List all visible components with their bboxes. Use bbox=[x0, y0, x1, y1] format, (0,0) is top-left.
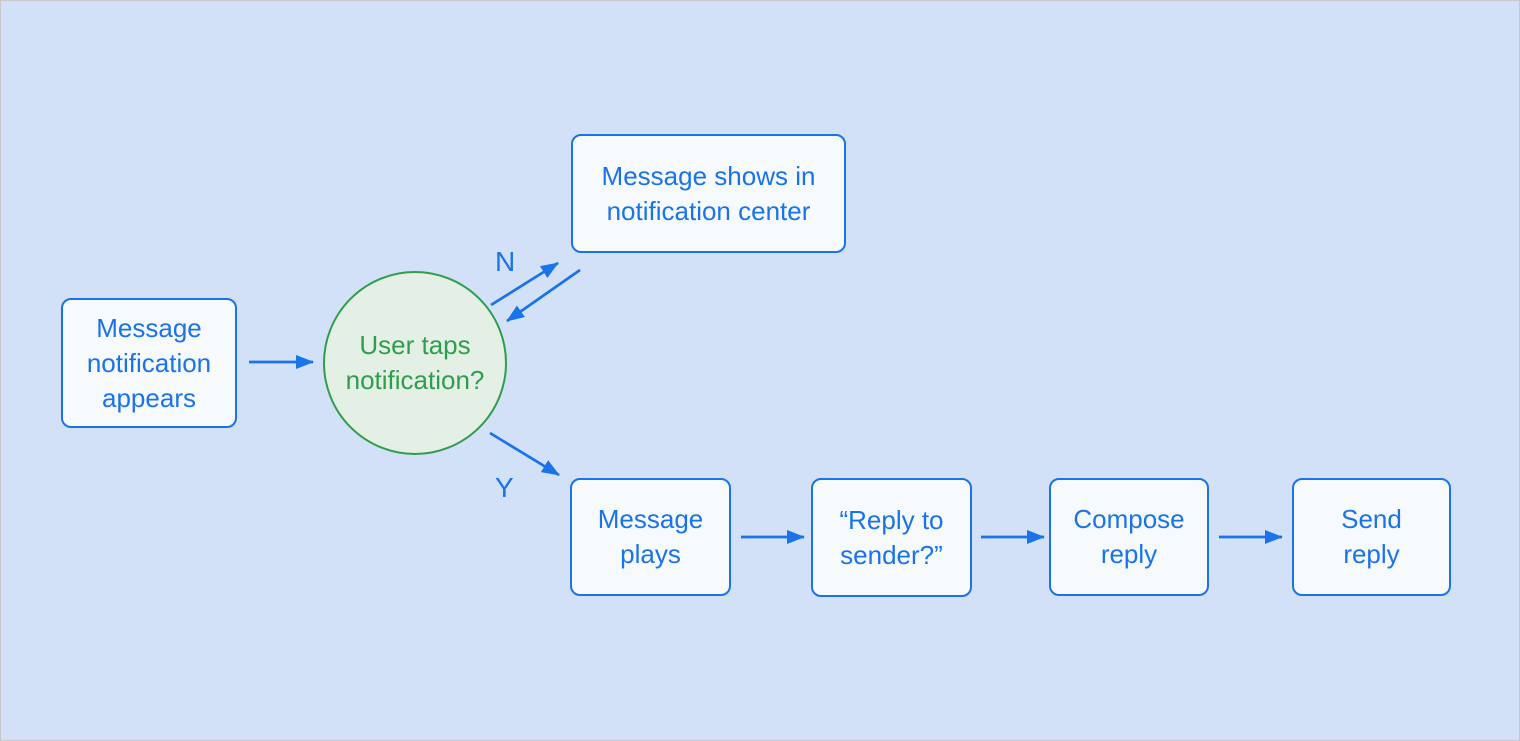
node-message-plays: Message plays bbox=[570, 478, 731, 596]
node-compose-reply: Compose reply bbox=[1049, 478, 1209, 596]
node-reply-to-sender: “Reply to sender?” bbox=[811, 478, 972, 597]
edge-label-yes: Y bbox=[495, 472, 514, 503]
edge-label-no: N bbox=[495, 246, 516, 277]
node-message-shows-in-notification-center: Message shows in notification center bbox=[571, 134, 846, 253]
node-user-taps-notification-decision: User taps notification? bbox=[323, 271, 507, 455]
node-send-reply: Send reply bbox=[1292, 478, 1451, 596]
node-message-notification-appears: Message notification appears bbox=[61, 298, 237, 428]
arrow-center-to-decision bbox=[506, 268, 581, 323]
arrow-decision-to-plays bbox=[489, 431, 560, 477]
